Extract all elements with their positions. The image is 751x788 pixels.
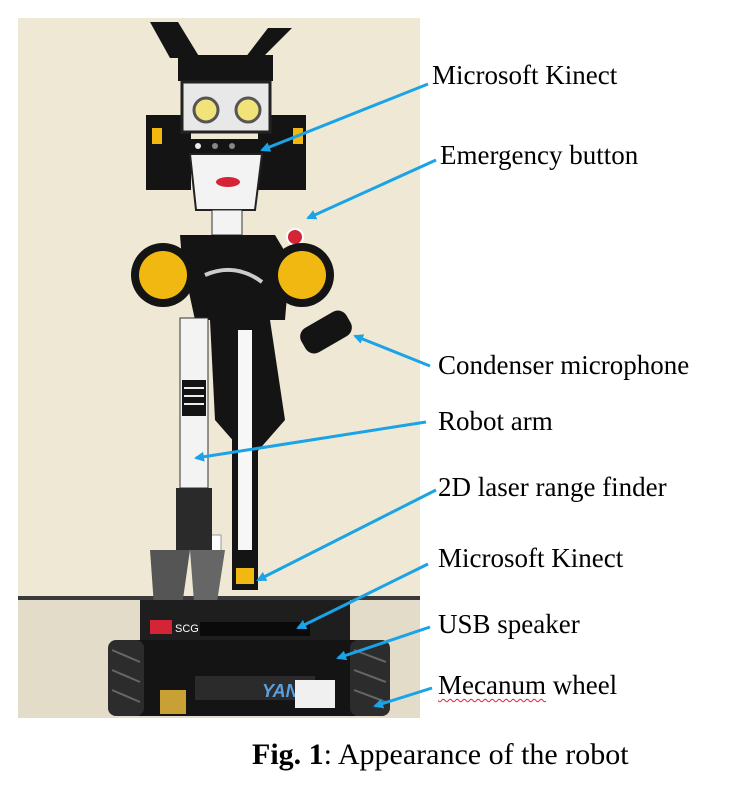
figure-caption: Fig. 1: Appearance of the robot bbox=[252, 738, 629, 772]
arrow-laser bbox=[256, 488, 437, 582]
caption-separator: : bbox=[323, 738, 338, 771]
robot-eye-left bbox=[192, 96, 220, 124]
label-mecanum-wheel: Mecanum wheel bbox=[438, 672, 617, 699]
arrow-speaker bbox=[336, 625, 431, 661]
caption-text: Appearance of the robot bbox=[337, 738, 629, 771]
arrow-kinect-top bbox=[260, 82, 429, 152]
laser-range-finder bbox=[236, 568, 254, 584]
arrow-kinect-bottom bbox=[296, 562, 429, 630]
condenser-microphone bbox=[300, 310, 352, 354]
label-mecanum-word: Mecanum bbox=[438, 670, 546, 700]
arrow-arm bbox=[194, 420, 427, 462]
label-microsoft-kinect-top: Microsoft Kinect bbox=[432, 60, 618, 90]
robot-torso bbox=[180, 235, 290, 320]
robot-eye-right bbox=[234, 96, 262, 124]
robot-hat bbox=[178, 55, 273, 81]
robot-neck bbox=[211, 209, 243, 236]
caption-number: Fig. 1 bbox=[252, 738, 324, 771]
label-wheel-word: wheel bbox=[545, 670, 618, 700]
label-robot-arm: Robot arm bbox=[438, 406, 553, 436]
arrow-microphone bbox=[353, 334, 431, 368]
label-microsoft-kinect-bottom: Microsoft Kinect bbox=[438, 543, 624, 573]
robot-ear-right bbox=[245, 28, 292, 58]
emergency-button bbox=[286, 228, 304, 246]
arrow-emergency bbox=[306, 158, 437, 220]
label-condenser-microphone: Condenser microphone bbox=[438, 350, 690, 380]
robot-ear-left bbox=[150, 22, 200, 58]
robot-lips bbox=[216, 177, 240, 187]
kinect-bottom-sensor bbox=[200, 622, 310, 636]
kinect-top-sensor bbox=[186, 139, 266, 153]
arrow-wheel bbox=[373, 686, 433, 709]
label-emergency-button: Emergency button bbox=[440, 140, 639, 170]
label-usb-speaker: USB speaker bbox=[438, 609, 580, 639]
base-badge-text: SCG bbox=[175, 623, 199, 635]
label-laser-range-finder: 2D laser range finder bbox=[438, 472, 667, 502]
